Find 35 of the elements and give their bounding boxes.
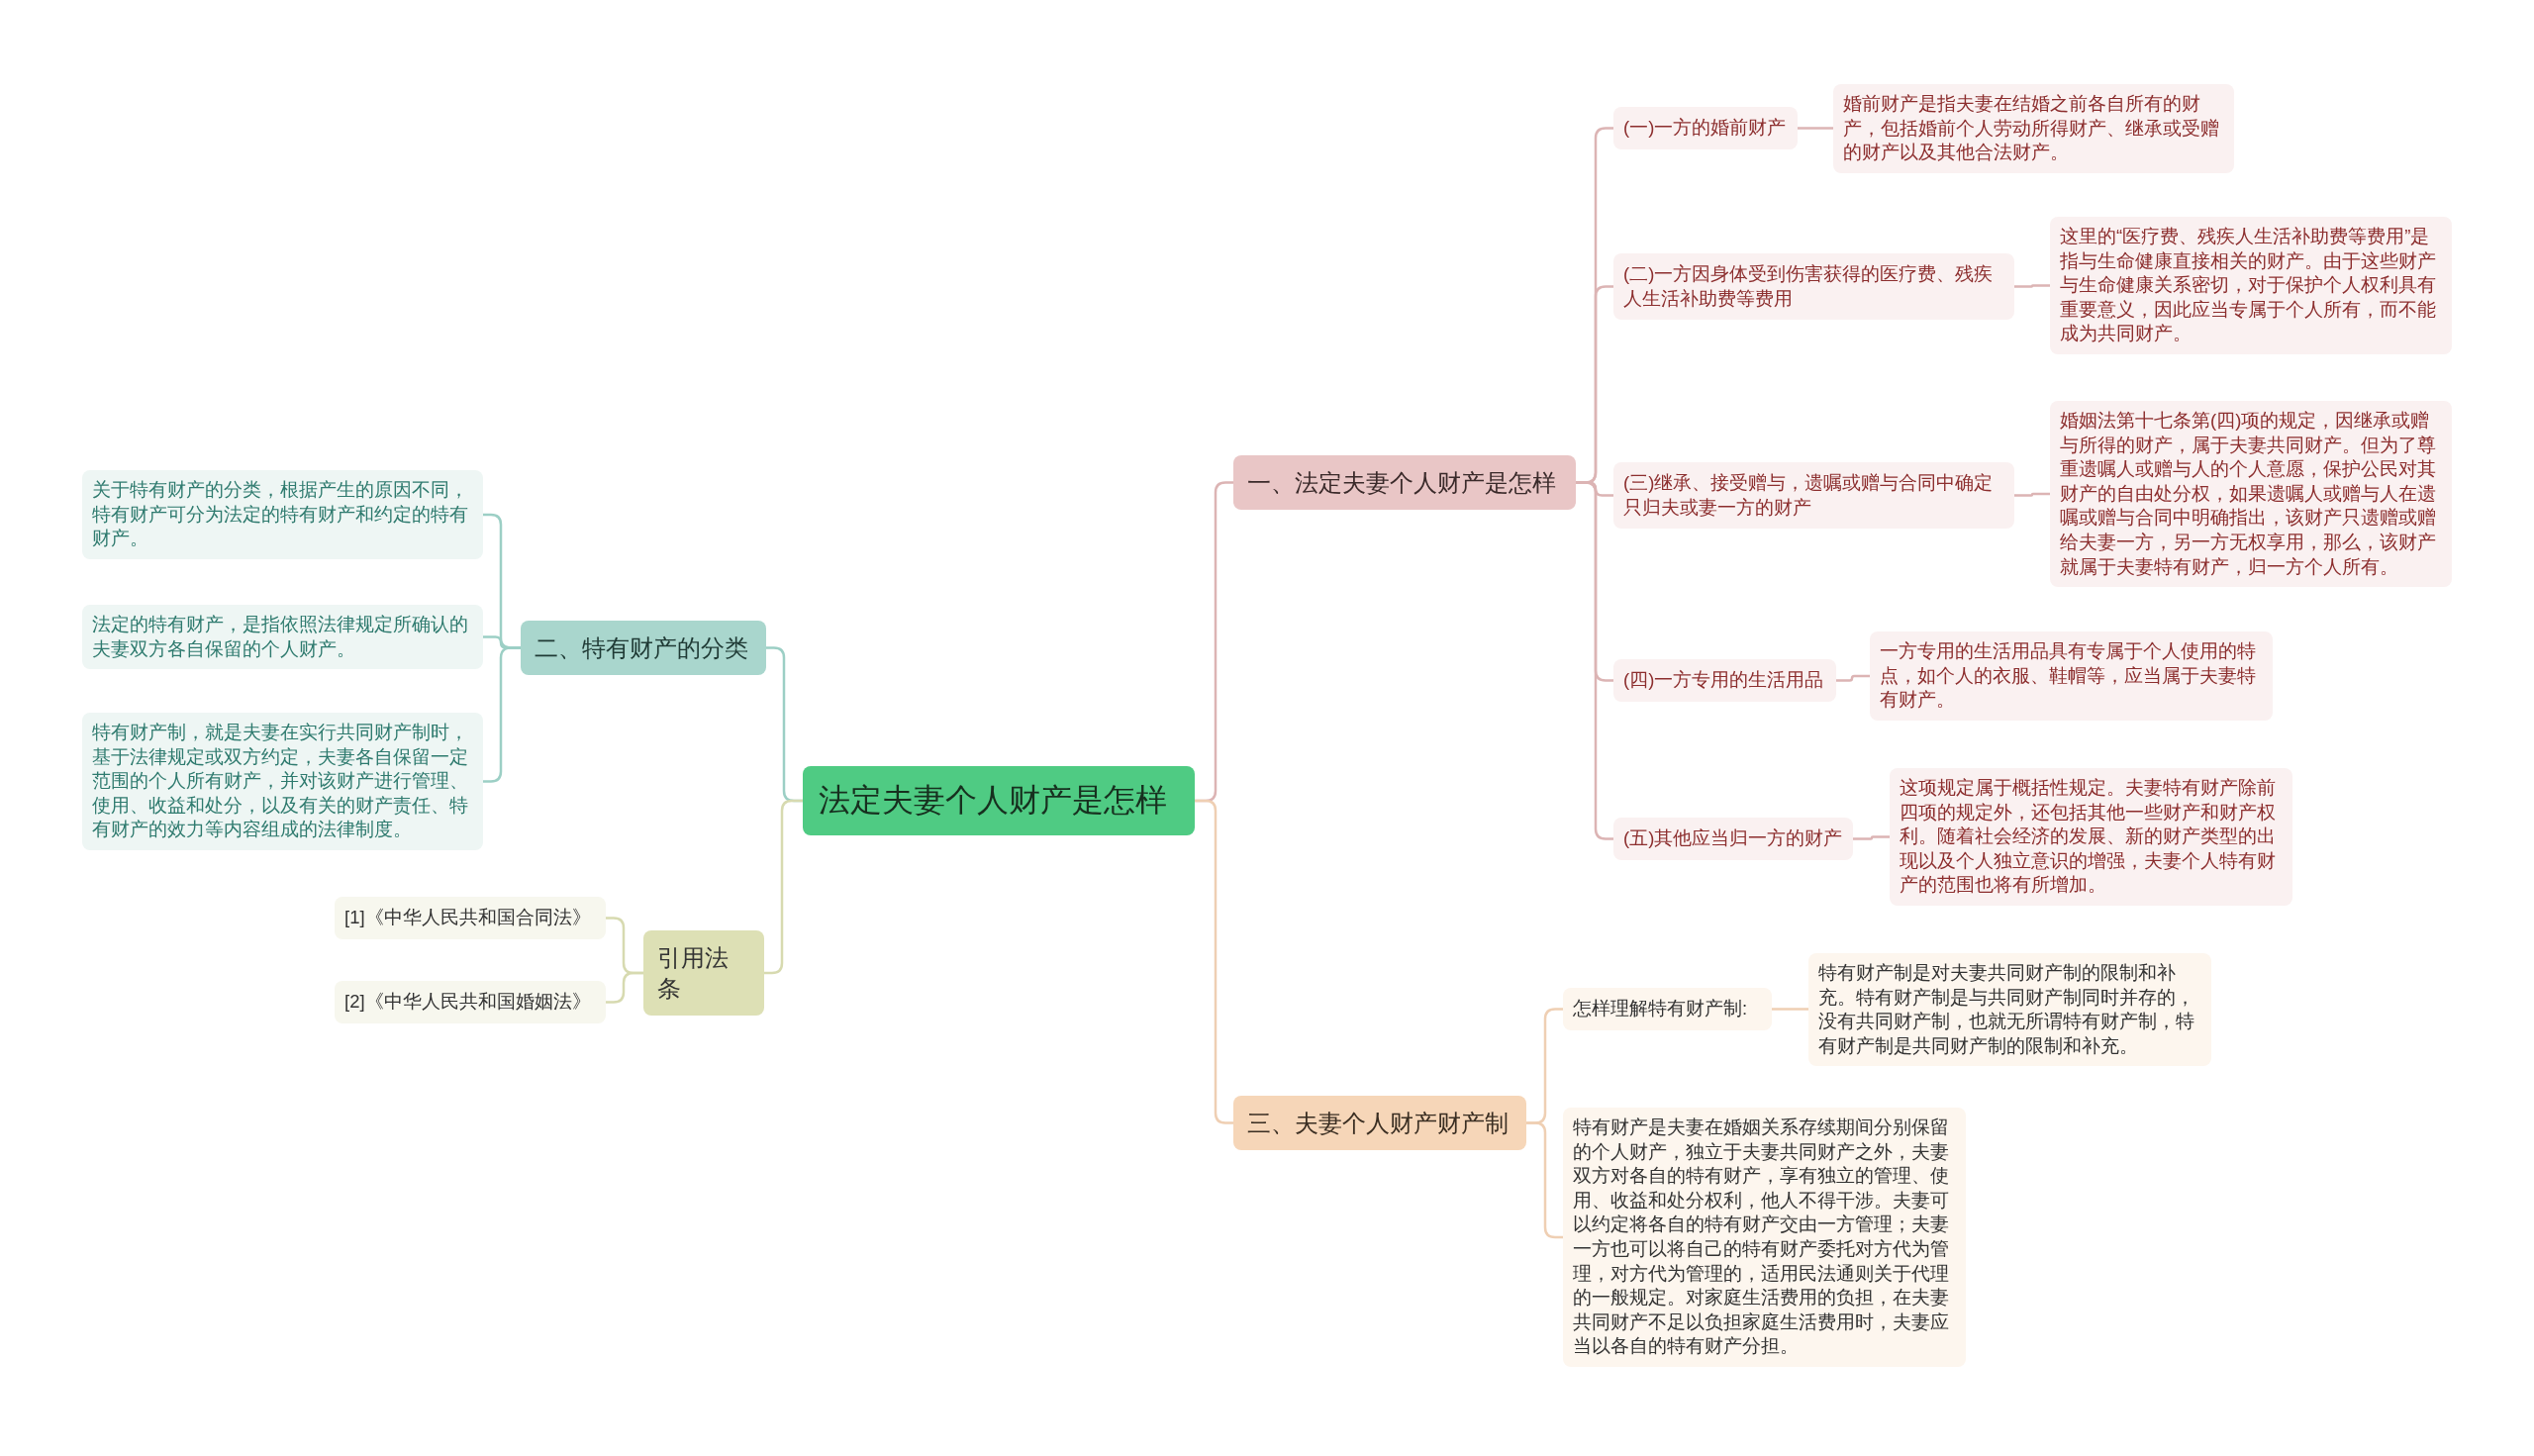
connector-line <box>606 971 643 1004</box>
note-box: 这里的“医疗费、残疾人生活补助费等费用”是指与生命健康直接相关的财产。由于这些财产与生命健康关系密切，对于保护个人权利具有重要意义，因此应当专属于个人所有，而不能成为共同财产。 <box>2050 217 2452 354</box>
note-box: 特有财产制，就是夫妻在实行共同财产制时，基于法律规定或双方约定，夫妻各自保留一定范围的个人所有财产，并对该财产进行管理、使用、收益和处分，以及有关的财产责任、特有财产的效力等内容组成的法律制度。 <box>82 713 483 850</box>
subtopic-box: (四)一方专用的生活用品 <box>1613 659 1836 702</box>
note-box: 这项规定属于概括性规定。夫妻特有财产除前四项的规定外，还包括其他一些财产和财产权利。随着社会经济的发展、新的财产类型的出现以及个人独立意识的增强，夫妻个人特有财产的范围也将有所增加。 <box>1890 768 2292 906</box>
subtopic-box: [1]《中华人民共和国合同法》 <box>335 897 606 939</box>
note-box: 一方专用的生活用品具有专属于个人使用的特点，如个人的衣服、鞋帽等，应当属于夫妻特有财产。 <box>1870 631 2273 721</box>
connector-line <box>1772 1008 1808 1011</box>
subtopic-box: [2]《中华人民共和国婚姻法》 <box>335 981 606 1023</box>
branch-topic: 一、法定夫妻个人财产是怎样 <box>1233 455 1576 511</box>
subtopic-box: 怎样理解特有财产制: <box>1563 988 1772 1030</box>
note-box: 关于特有财产的分类，根据产生的原因不同，特有财产可分为法定的特有财产和约定的特有财产。 <box>82 470 483 559</box>
subtopic-box: (三)继承、接受赠与，遗嘱或赠与合同中确定只归夫或妻一方的财产 <box>1613 462 2014 530</box>
subtopic-box: (二)一方因身体受到伤害获得的医疗费、残疾人生活补助费等费用 <box>1613 253 2014 321</box>
branch-topic: 三、夫妻个人财产财产制 <box>1233 1096 1526 1151</box>
note-box: 婚姻法第十七条第(四)项的规定，因继承或赠与所得的财产，属于夫妻共同财产。但为了尊重遗嘱人或赠与人的个人意愿，保护公民对其财产的自由处分权，如果遗嘱人或赠与人在遗嘱或赠与合同中明确指出，该财产只遗赠或赠给夫妻一方，另一方无权享用，那么，该财产就属于夫妻特有财产，归一方个人所有。 <box>2050 401 2452 588</box>
connector-line <box>2014 492 2050 497</box>
connector-line <box>1853 835 1890 840</box>
connector-line <box>1798 127 1833 130</box>
connector-line <box>2014 284 2050 288</box>
connector-line <box>1526 1121 1563 1239</box>
note-box: 婚前财产是指夫妻在结婚之前各自所有的财产，包括婚前个人劳动所得财产、继承或受赠的财产以及其他合法财产。 <box>1833 84 2234 173</box>
note-box: 特有财产是夫妻在婚姻关系存续期间分别保留的个人财产，独立于夫妻共同财产之外，夫妻双方对各自的特有财产，享有独立的管理、使用、收益和处分权利，他人不得干涉。夫妻可以约定将各自的特有财产交由一方管理；夫妻一方也可以将自己的特有财产委托对方代为管理，对方代为管理的，适用民法通则关于代理的一般规定。对家庭生活费用的负担，在夫妻共同财产不足以负担家庭生活费用时，夫妻应当以各自的特有财产分担。 <box>1563 1108 1966 1367</box>
note-box: 特有财产制是对夫妻共同财产制的限制和补充。特有财产制是与共同财产制同时并存的，没有共同财产制，也就无所谓特有财产制，特有财产制是共同财产制的限制和补充。 <box>1808 953 2211 1067</box>
branch-topic: 引用法条 <box>643 930 764 1017</box>
connector-line <box>1576 481 1613 840</box>
connector-line <box>764 799 803 975</box>
connector-line <box>1836 674 1870 682</box>
note-box: 法定的特有财产，是指依照法律规定所确认的夫妻双方各自保留的个人财产。 <box>82 605 483 670</box>
subtopic-box: (五)其他应当归一方的财产 <box>1613 818 1853 860</box>
branch-topic: 二、特有财产的分类 <box>521 621 766 676</box>
subtopic-box: (一)一方的婚前财产 <box>1613 107 1798 149</box>
connector-line <box>483 646 521 783</box>
connector-line <box>1195 799 1233 1124</box>
central-topic: 法定夫妻个人财产是怎样 <box>803 766 1195 835</box>
